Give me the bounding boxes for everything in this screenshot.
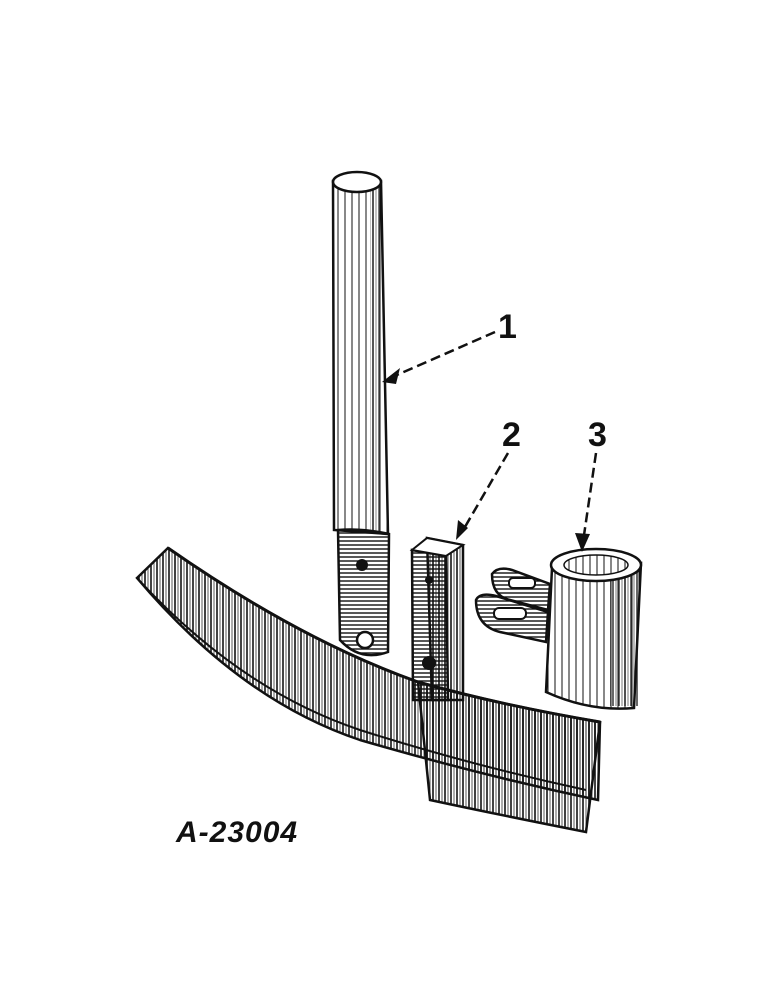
arrowhead-2 xyxy=(456,520,468,540)
arrowhead-1 xyxy=(382,368,400,384)
leader-2 xyxy=(460,452,510,533)
arrowheads xyxy=(382,368,590,552)
leader-3 xyxy=(581,452,598,543)
leader-1 xyxy=(389,330,496,380)
curved-blade xyxy=(135,546,602,834)
leader-lines xyxy=(389,330,598,543)
part-3-socket xyxy=(474,547,643,710)
figure-id-label: A-23004 xyxy=(176,816,299,849)
arrowhead-3 xyxy=(575,533,590,552)
callout-1: 1 xyxy=(498,308,517,346)
callout-3: 3 xyxy=(588,416,607,454)
callout-2: 2 xyxy=(502,416,521,454)
part-1-handle xyxy=(331,170,391,657)
part-2-bracket xyxy=(409,536,466,702)
